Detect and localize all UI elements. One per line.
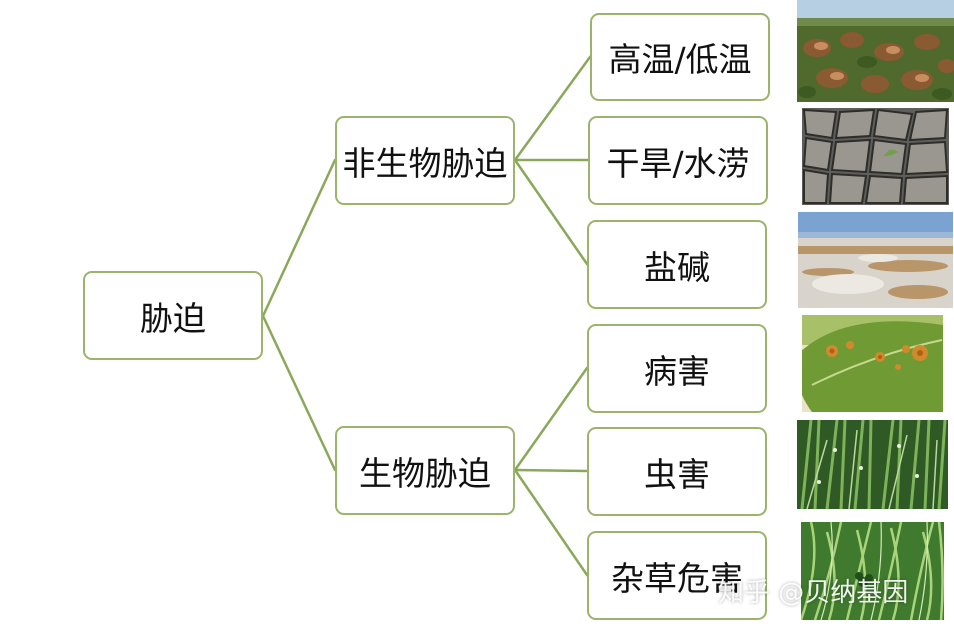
node-temperature-label: 高温/低温	[608, 40, 752, 79]
node-disease: 病害	[587, 324, 767, 413]
leaf-spot-disease-photo	[802, 315, 943, 412]
watermark-text: 知乎 @贝纳基因	[718, 578, 909, 608]
cracked-dry-soil-photo	[802, 108, 949, 205]
node-weed: 杂草危害	[587, 531, 767, 620]
node-drought-flood-label: 干旱/水涝	[606, 143, 750, 183]
node-abiotic-stress-label: 非生物胁迫	[342, 143, 508, 183]
connector-abiotic-temp	[513, 55, 592, 162]
node-disease-label: 病害	[644, 351, 710, 391]
node-abiotic-stress: 非生物胁迫	[335, 116, 515, 205]
scorched-crop-field-photo	[797, 0, 954, 102]
node-root: 胁迫	[83, 271, 263, 360]
weeds-grass-photo	[801, 522, 944, 620]
node-saline-alkali: 盐碱	[587, 220, 767, 309]
node-biotic-stress-label: 生物胁迫	[359, 453, 491, 493]
node-saline-alkali-label: 盐碱	[644, 247, 710, 287]
node-pest: 虫害	[587, 427, 767, 516]
node-weed-label: 杂草危害	[611, 558, 743, 598]
node-temperature: 高温/低温	[590, 13, 770, 101]
connector-root-abiotic	[261, 158, 337, 318]
node-pest-label: 虫害	[644, 454, 710, 494]
insect-damaged-wheat-photo	[797, 420, 948, 509]
saline-alkali-land-photo	[798, 212, 953, 308]
connector-biotic-weed	[513, 468, 589, 577]
node-root-label: 胁迫	[140, 298, 206, 338]
connector-biotic-disease	[513, 366, 589, 472]
connector-abiotic-salt	[513, 158, 589, 266]
connector-root-biotic	[261, 314, 337, 472]
node-drought-flood: 干旱/水涝	[588, 116, 768, 205]
node-biotic-stress: 生物胁迫	[335, 426, 515, 515]
connector-biotic-pest	[513, 468, 589, 473]
